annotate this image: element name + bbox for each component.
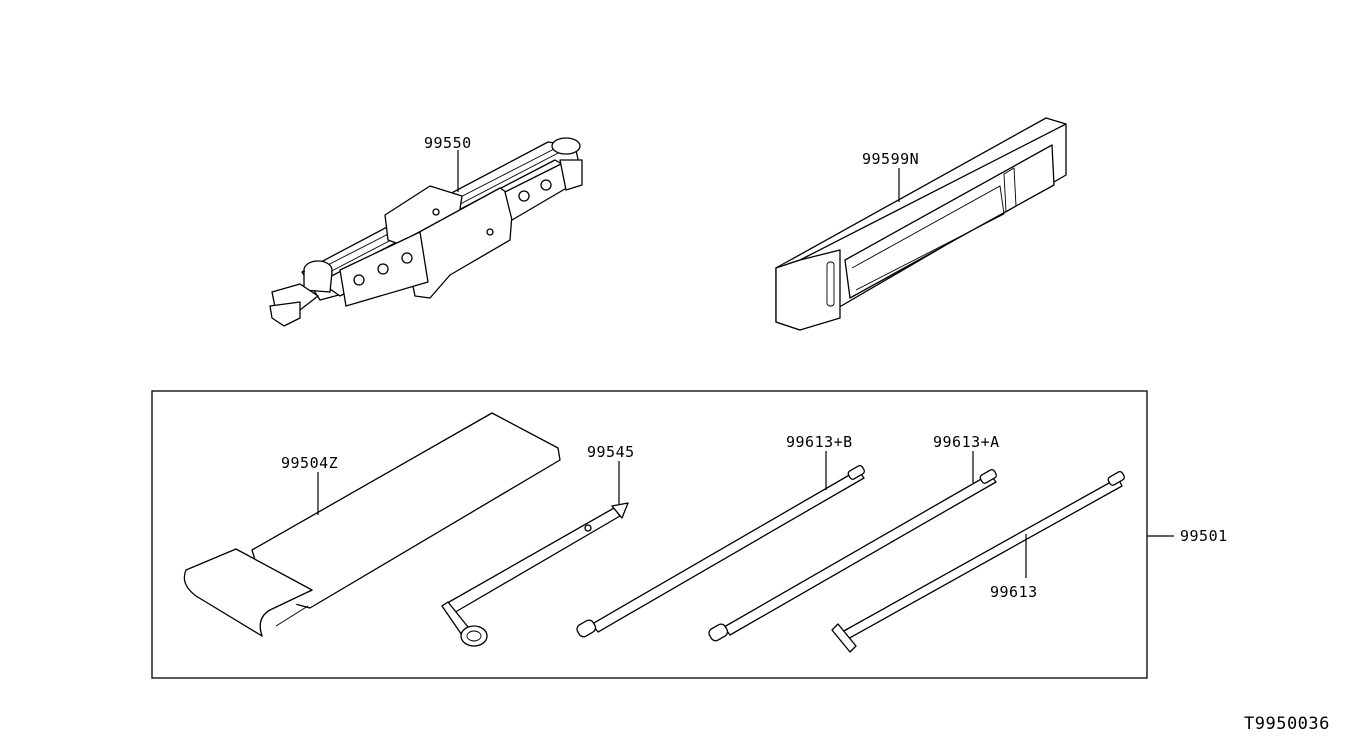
jack-illustration[interactable]: [269, 137, 583, 327]
extension-a-part-label: 99613+A: [933, 433, 1000, 451]
jack-handle-illustration[interactable]: [831, 470, 1125, 653]
jack-part-label: 99550: [424, 134, 472, 152]
wheel-wrench-part-label: 99545: [587, 443, 635, 461]
tool-bag-part-label: 99504Z: [281, 454, 338, 472]
tool-set-part-label: 99501: [1180, 527, 1228, 545]
jack-bag-part-label: 99599N: [862, 150, 919, 168]
extension-b-illustration[interactable]: [575, 464, 865, 639]
jack-bag-illustration[interactable]: [775, 117, 1067, 331]
extension-a-illustration[interactable]: [707, 468, 997, 643]
tool-bag-illustration[interactable]: [183, 412, 561, 637]
extension-b-part-label: 99613+B: [786, 433, 853, 451]
diagram-id-label: T9950036: [1244, 714, 1330, 734]
jack-handle-part-label: 99613: [990, 583, 1038, 601]
tool-set-box: [151, 390, 1148, 679]
wheel-wrench-illustration[interactable]: [441, 502, 629, 647]
